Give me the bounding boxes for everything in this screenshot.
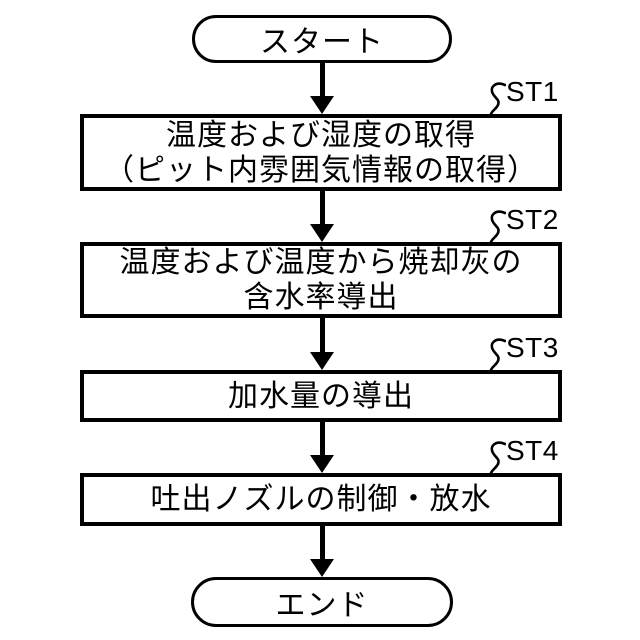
- leader-squiggle-icon: [489, 338, 506, 372]
- step-id-text: ST2: [506, 204, 559, 235]
- step-id-text: ST1: [506, 76, 559, 107]
- process-text-line: 温度および温度から焼却灰の: [119, 246, 523, 279]
- process-text-line: 加水量の導出: [228, 379, 414, 413]
- process-text-line: 含水率導出: [243, 281, 399, 314]
- process-text-line: 温度および湿度の取得: [166, 118, 476, 152]
- end-terminal: エンド: [191, 577, 453, 627]
- leader-squiggle-icon: [489, 210, 506, 244]
- arrow-st3-to-st4: [310, 422, 334, 473]
- end-label: エンド: [275, 589, 369, 622]
- step-id-text: ST3: [506, 332, 559, 363]
- process-box-st3: 加水量の導出: [80, 370, 562, 422]
- process-box-st2: 温度および温度から焼却灰の 含水率導出: [80, 242, 562, 318]
- step-label-st1: ST1: [486, 76, 559, 116]
- start-label: スタート: [260, 26, 384, 59]
- start-terminal: スタート: [192, 15, 452, 63]
- arrow-st1-to-st2: [310, 191, 334, 242]
- process-box-st1: 温度および湿度の取得 （ピット内雰囲気情報の取得）: [80, 114, 562, 191]
- arrow-st4-to-end: [310, 526, 334, 577]
- process-text-line: （ピット内雰囲気情報の取得）: [104, 153, 538, 187]
- step-label-st2: ST2: [486, 204, 559, 244]
- leader-squiggle-icon: [489, 441, 506, 475]
- arrow-st2-to-st3: [310, 318, 334, 370]
- step-label-st3: ST3: [486, 332, 559, 372]
- step-id-text: ST4: [506, 435, 559, 466]
- arrow-start-to-st1: [310, 63, 334, 114]
- process-text-line: 吐出ノズルの制御・放水: [150, 483, 492, 516]
- process-box-st4: 吐出ノズルの制御・放水: [80, 473, 562, 526]
- leader-squiggle-icon: [489, 82, 506, 116]
- step-label-st4: ST4: [486, 435, 559, 475]
